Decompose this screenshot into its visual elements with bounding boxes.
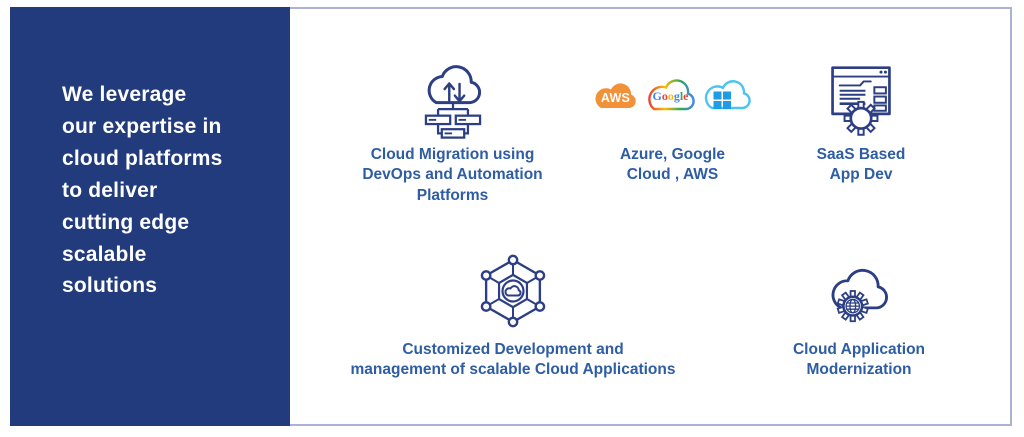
feature-cloud-modernization: Cloud Application Modernization xyxy=(766,248,952,381)
feature-caption: Customized Development and management of… xyxy=(350,341,676,379)
aws-cloud-logo: AWS xyxy=(592,80,640,114)
feature-caption: SaaS Based App Dev xyxy=(816,146,906,184)
provider-logos: AWS Google xyxy=(580,52,765,142)
windows-flag-icon xyxy=(713,91,731,109)
feature-cloud-migration: Cloud Migration using DevOps and Automat… xyxy=(340,52,565,206)
feature-cloud-providers: AWS Google xyxy=(580,52,765,186)
feature-caption: Azure, Google Cloud , AWS xyxy=(619,146,726,184)
cloud-migration-icon xyxy=(340,52,565,142)
feature-custom-cloud-apps: Customized Development and management of… xyxy=(348,248,678,381)
aws-label: AWS xyxy=(600,91,631,105)
network-hexagon-icon xyxy=(348,248,678,334)
gear-icon xyxy=(843,100,879,136)
feature-caption: Cloud Migration using DevOps and Automat… xyxy=(362,146,543,204)
sidebar: We leverage our expertise in cloud platf… xyxy=(10,7,290,426)
feature-caption: Cloud Application Modernization xyxy=(792,341,926,379)
google-cloud-logo: Google xyxy=(643,77,699,117)
azure-cloud-logo xyxy=(702,78,754,116)
cloud-gear-icon xyxy=(766,248,952,334)
cloud-arrows-servers-icon xyxy=(424,65,481,139)
feature-saas-app-dev: SaaS Based App Dev xyxy=(772,52,950,186)
small-cloud-icon xyxy=(504,285,522,297)
google-label: Google xyxy=(652,89,689,103)
saas-window-icon xyxy=(772,52,950,142)
sidebar-heading: We leverage our expertise in cloud platf… xyxy=(62,83,223,298)
gear-globe-icon xyxy=(836,290,869,323)
